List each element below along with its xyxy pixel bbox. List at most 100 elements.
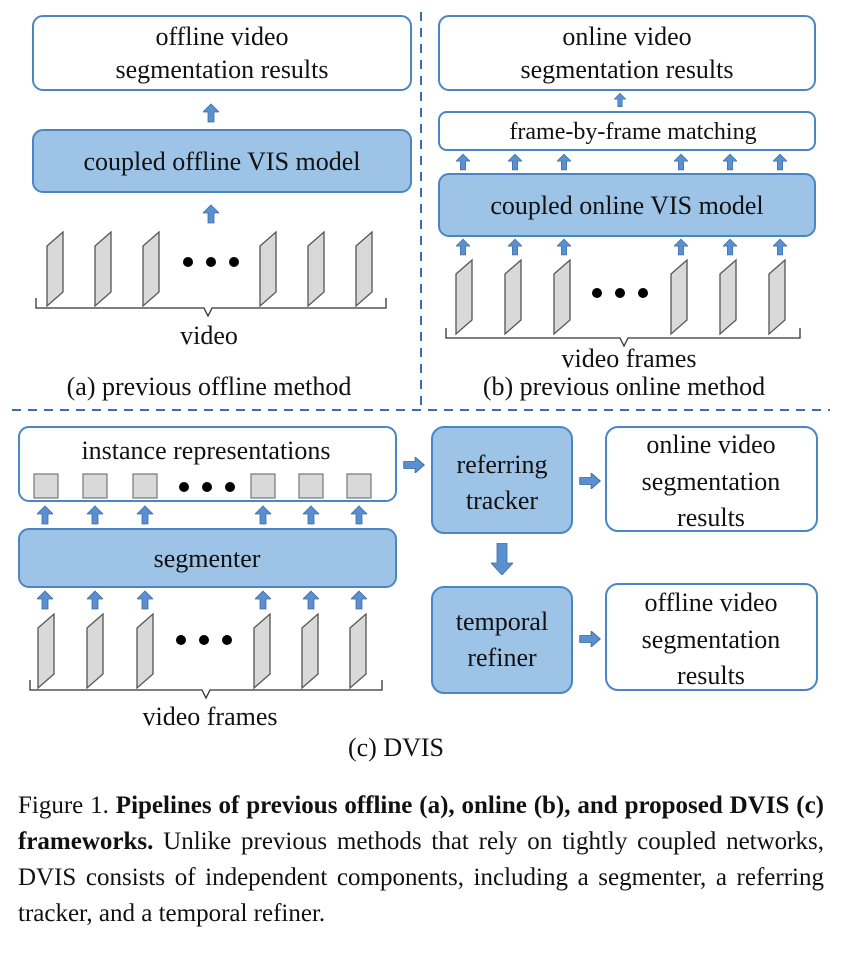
online-results-line2: segmentation results: [520, 55, 733, 84]
ellipsis-dot: [206, 257, 216, 267]
up-arrow-icon: [137, 590, 153, 610]
frame-icon: [94, 230, 112, 308]
figure-caption-bold: Pipelines of previous offline (a), onlin…: [18, 792, 825, 855]
referring-tracker-line1: referring: [457, 450, 548, 479]
panel-a-caption: (a) previous offline method: [67, 372, 352, 401]
dvis-online-results-box: [605, 426, 818, 532]
frame-by-frame-matching-label: frame-by-frame matching: [509, 119, 756, 145]
up-arrow-icon: [351, 590, 367, 610]
frame-icon: [504, 258, 522, 336]
up-arrow-icon: [87, 505, 103, 525]
up-arrow-icon: [137, 505, 153, 525]
ellipsis-dot: [592, 288, 602, 298]
coupled-online-vis-model-box: [438, 173, 816, 237]
up-arrow-icon: [37, 590, 53, 610]
temporal-refiner-line1: temporal: [456, 607, 548, 636]
dvis-pipeline-diagram: offline video segmentation results coupl…: [12, 12, 830, 762]
up-arrow-icon: [456, 153, 470, 171]
figure-caption: Figure 1. Pipelines of previous offline …: [18, 788, 824, 932]
ellipsis-dot: [225, 482, 235, 492]
ellipsis-dot: [615, 288, 625, 298]
instance-token: [346, 473, 372, 499]
panel-b: online video segmentation results frame-…: [438, 15, 816, 401]
up-arrow-icon: [351, 505, 367, 525]
frame-icon: [355, 230, 373, 308]
frame-icon: [259, 230, 277, 308]
up-arrow-icon: [203, 204, 219, 224]
frame-icon: [349, 612, 367, 690]
instance-token: [298, 473, 324, 499]
offline-results-line1: offline video: [155, 22, 288, 51]
frame-icon: [768, 258, 786, 336]
dvis-offline-results-line1: offline video: [644, 588, 777, 617]
up-arrow-icon: [773, 153, 787, 171]
right-arrow-icon: [579, 473, 601, 489]
offline-results-box: [32, 15, 412, 91]
up-arrow-icon: [557, 153, 571, 171]
segmenter-label: segmenter: [154, 544, 261, 573]
video-frames-brace-c: [29, 680, 383, 700]
instance-token: [132, 473, 158, 499]
frame-icon: [301, 612, 319, 690]
video-label: video: [180, 321, 238, 350]
video-frames-label-c: video frames: [142, 702, 277, 731]
coupled-offline-vis-model-label: coupled offline VIS model: [83, 147, 360, 176]
arrows-to-instances: [37, 505, 367, 525]
up-arrow-icon: [37, 505, 53, 525]
frame-icon: [86, 612, 104, 690]
right-arrow-icon: [579, 631, 601, 647]
frame-icon: [307, 230, 325, 308]
up-arrow-icon: [674, 153, 688, 171]
frame-icon: [553, 258, 571, 336]
ellipsis-dot: [222, 635, 232, 645]
panel-c: instance representations segmenter: [18, 426, 818, 762]
dvis-online-results-line1: online video: [646, 430, 775, 459]
ellipsis-dot: [183, 257, 193, 267]
frame-icon: [670, 258, 688, 336]
up-arrow-icon: [255, 590, 271, 610]
dvis-offline-results-line2: segmentation: [642, 625, 781, 654]
instance-tokens: [33, 473, 372, 499]
arrows-to-segmenter: [37, 590, 367, 610]
panel-c-caption: (c) DVIS: [348, 733, 444, 762]
segmenter-box: [18, 528, 397, 588]
temporal-refiner-box: [431, 586, 573, 694]
referring-tracker-line2: tracker: [466, 486, 539, 515]
up-arrow-icon: [723, 238, 737, 256]
panel-a: offline video segmentation results coupl…: [32, 15, 412, 401]
ellipsis-dot: [229, 257, 239, 267]
down-arrow-icon: [491, 543, 513, 575]
coupled-offline-vis-model-box: [32, 129, 412, 193]
right-arrow-icon: [403, 457, 425, 473]
dvis-online-results-line3: results: [677, 503, 745, 532]
panel-b-caption: (b) previous online method: [483, 372, 765, 401]
ellipsis-dot: [199, 635, 209, 645]
figure-caption-body: Unlike previous methods that rely on tig…: [18, 828, 824, 927]
frame-icon: [136, 612, 154, 690]
up-arrow-icon: [508, 238, 522, 256]
up-arrow-icon: [557, 238, 571, 256]
up-arrow-icon: [87, 590, 103, 610]
video-frames-c: [37, 612, 367, 690]
up-arrow-icon: [203, 103, 219, 123]
instance-token: [250, 473, 276, 499]
ellipsis-dot: [179, 482, 189, 492]
video-frames-label-b: video frames: [561, 344, 696, 373]
frame-icon: [46, 230, 64, 308]
temporal-refiner-line2: refiner: [467, 643, 537, 672]
frame-icon: [37, 612, 55, 690]
dvis-offline-results-box: [605, 583, 818, 691]
video-frames-brace-b: [445, 328, 801, 348]
up-arrow-icon: [303, 590, 319, 610]
frame-icon: [719, 258, 737, 336]
ellipsis-dot: [202, 482, 212, 492]
figure-caption-prefix: Figure 1.: [18, 792, 116, 819]
up-arrow-icon: [773, 238, 787, 256]
arrows-to-matching: [456, 153, 787, 171]
frame-icon: [455, 258, 473, 336]
instance-representations-label: instance representations: [81, 436, 330, 465]
video-frames-b: [455, 258, 786, 336]
up-arrow-icon: [456, 238, 470, 256]
ellipsis-dot: [638, 288, 648, 298]
dvis-online-results-line2: segmentation: [642, 467, 781, 496]
